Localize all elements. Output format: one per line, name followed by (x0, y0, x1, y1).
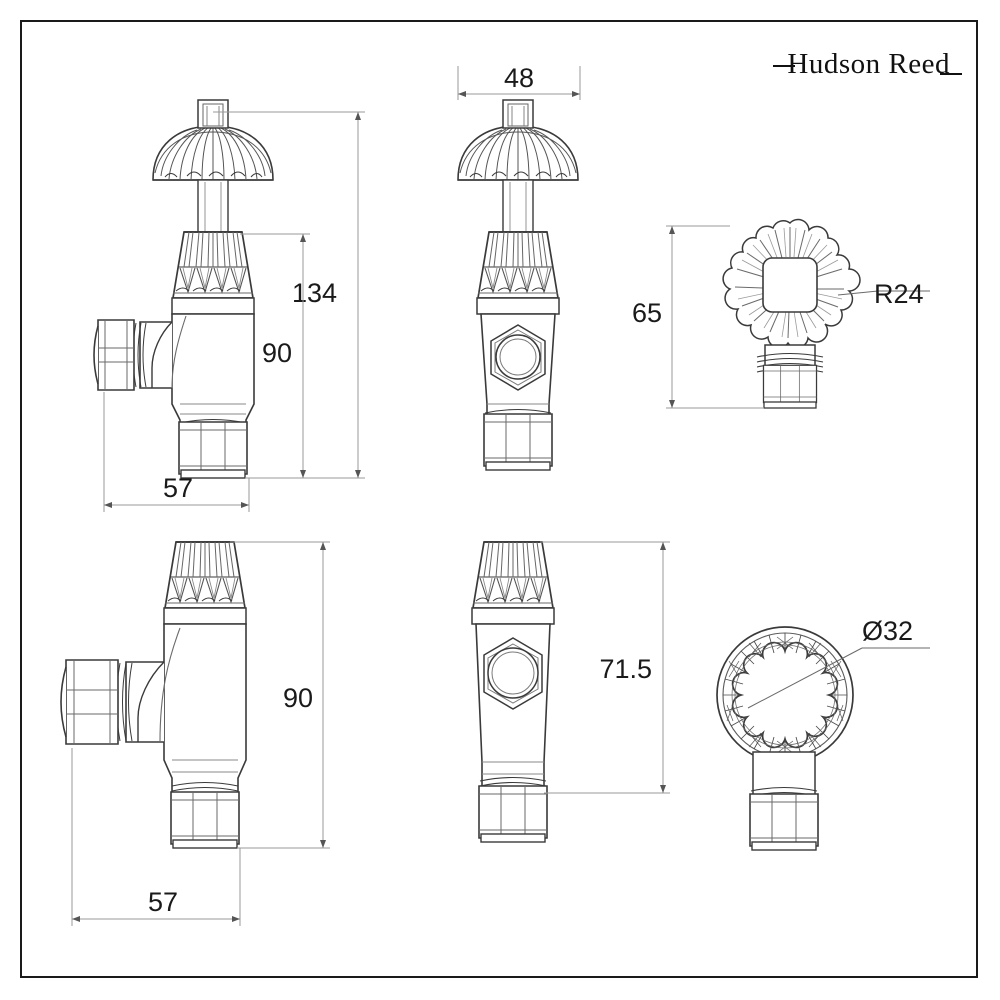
brand-logo: Hudson Reed (773, 48, 962, 81)
sheet-border (20, 20, 978, 978)
brand-rule-left (773, 64, 796, 67)
dim-134: 134 (292, 278, 337, 308)
dim-dia-32: Ø32 (862, 616, 913, 646)
dim-90-bottom: 90 (283, 683, 313, 713)
view-angled-side-with-head: 134 90 57 (93, 99, 365, 512)
dim-48: 48 (504, 63, 534, 93)
dim-57-bottom: 57 (148, 887, 178, 917)
view-front-with-head: 48 (457, 63, 581, 471)
view-front-no-head: 71.5 (471, 541, 670, 843)
dim-57-top: 57 (163, 473, 193, 503)
dim-90-top: 90 (262, 338, 292, 368)
brand-rule-right (940, 72, 962, 75)
dim-r24: R24 (874, 279, 924, 309)
view-top-head: 65 R24 (632, 218, 930, 409)
view-top-collar: Ø32 (716, 616, 930, 851)
brand-name: Hudson Reed (787, 48, 950, 80)
dim-71-5: 71.5 (599, 654, 652, 684)
view-angled-side-no-head: 90 57 (60, 541, 330, 926)
dim-65: 65 (632, 298, 662, 328)
